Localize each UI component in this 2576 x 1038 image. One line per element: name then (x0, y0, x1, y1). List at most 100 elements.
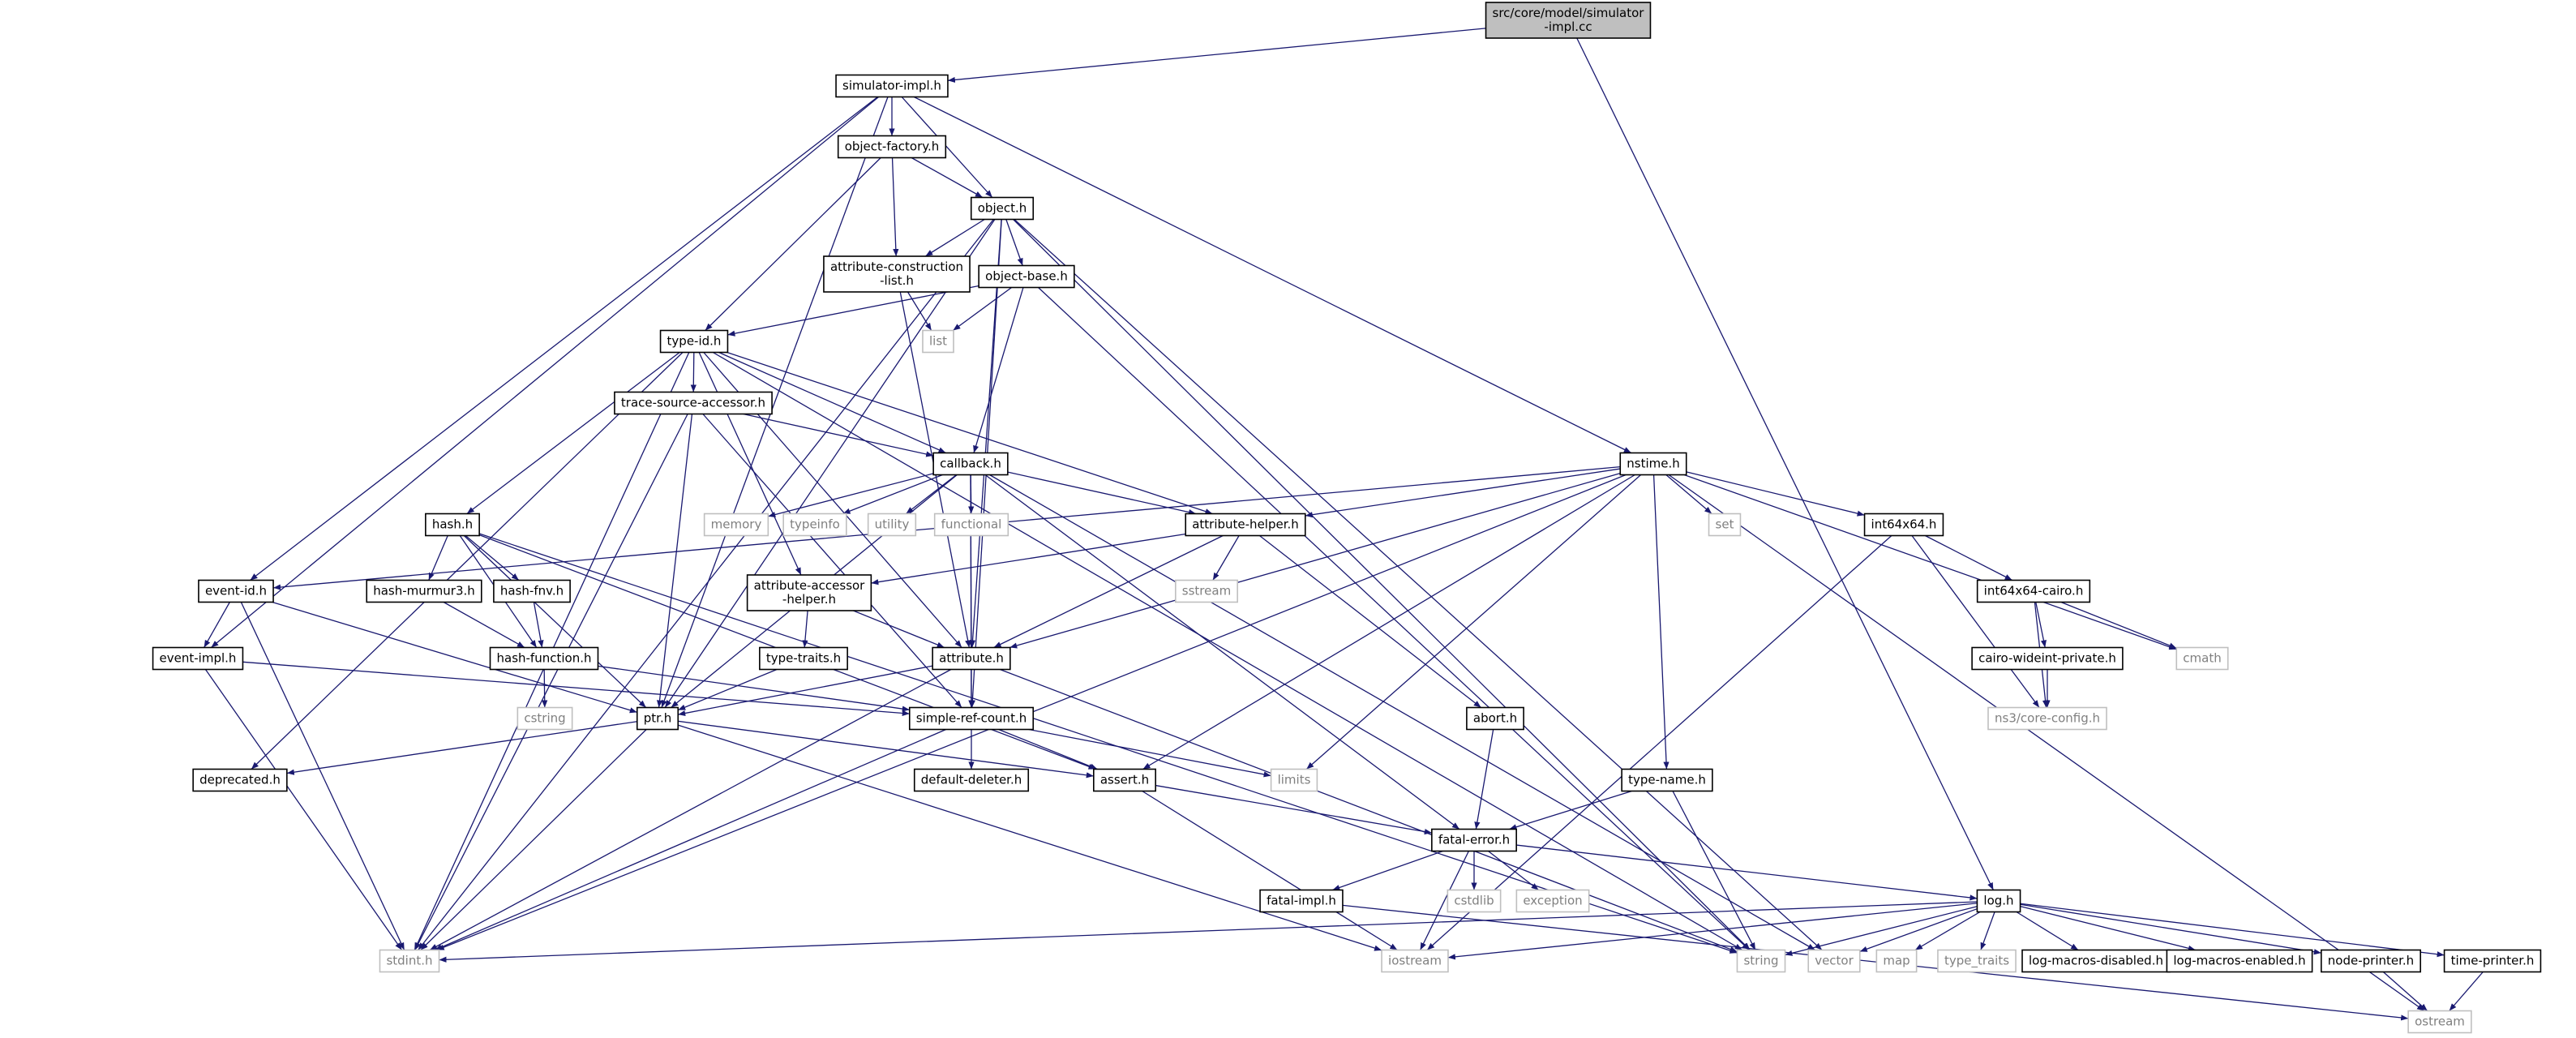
node-abort_h[interactable]: abort.h (1466, 706, 1524, 731)
node-simulator_impl_h[interactable]: simulator-impl.h (835, 74, 949, 98)
node-box (614, 391, 773, 415)
node-label: int64x64-cairo.h (1984, 584, 2084, 598)
edge-root-to-simulator_impl_h (947, 28, 1486, 84)
node-simple_ref_count_h[interactable]: simple-ref-count.h (908, 706, 1035, 731)
node-event_impl_h[interactable]: event-impl.h (152, 646, 244, 671)
node-box (932, 646, 1011, 671)
node-attribute_h[interactable]: attribute.h (932, 646, 1011, 671)
node-object_h[interactable]: object.h (970, 196, 1035, 221)
node-box (922, 329, 954, 354)
node-label: typeinfo (790, 517, 840, 532)
edge-attribute_h-to-string (1000, 668, 1738, 953)
node-label: assert.h (1100, 773, 1149, 787)
node-fatal_impl_h[interactable]: fatal-impl.h (1259, 889, 1344, 913)
node-box (1485, 2, 1652, 39)
node-root[interactable]: src/core/model/simulator-impl.cc (1485, 2, 1652, 39)
edge-nstime_h-to-type_name_h (1652, 474, 1669, 770)
node-box (978, 264, 1075, 289)
edge-ptr_h-to-deprecated_h (286, 721, 637, 775)
edge-log_h-to-map (1914, 911, 1981, 951)
node-map: map (1875, 949, 1918, 973)
node-box (516, 706, 573, 731)
node-fatal_error_h[interactable]: fatal-error.h (1431, 828, 1517, 852)
node-box (2443, 949, 2542, 973)
edge-event_id_h-to-ptr_h (272, 601, 637, 714)
edge-int64x64_h-to-int64x64_cairo_h (1925, 534, 2012, 581)
edge-event_impl_h-to-simple_ref_count_h (242, 661, 910, 716)
dependency-edges (204, 28, 2484, 1021)
node-vector: vector (1807, 949, 1861, 973)
node-label: list (929, 334, 947, 349)
node-time_printer_h[interactable]: time-printer.h (2443, 949, 2542, 973)
node-log_macros_disabled_h[interactable]: log-macros-disabled.h (2021, 949, 2171, 973)
edge-log_h-to-log_macros_enabled_h (2020, 905, 2196, 951)
node-attribute_construction_list_h[interactable]: attribute-construction-list.h (823, 255, 971, 293)
node-attribute_accessor_helper_h[interactable]: attribute-accessor-helper.h (746, 574, 872, 611)
edge-hash_h-to-hash_fnv_h (465, 535, 520, 581)
node-int64x64_cairo_h[interactable]: int64x64-cairo.h (1976, 579, 2091, 603)
node-object_base_h[interactable]: object-base.h (978, 264, 1075, 289)
node-label: default-deleter.h (921, 773, 1022, 787)
node-event_id_h[interactable]: event-id.h (198, 579, 274, 603)
node-ptr_h[interactable]: ptr.h (636, 706, 679, 731)
edge-trace_source_accessor_h-to-stdint_h (414, 414, 688, 950)
node-int64x64_h[interactable]: int64x64.h (1863, 513, 1944, 537)
edge-nstime_h-to-int64x64_h (1686, 471, 1865, 517)
node-label: fatal-error.h (1438, 833, 1510, 847)
edge-type_id_h-to-hash_h (466, 351, 680, 515)
node-label: attribute.h (939, 651, 1004, 666)
node-object_factory_h[interactable]: object-factory.h (837, 135, 947, 159)
node-label: attribute-accessor (754, 578, 866, 593)
edge-object_factory_h-to-attribute_construction_list_h (891, 157, 899, 257)
edge-nstime_h-to-attribute_h (1009, 473, 1621, 649)
node-hash_h[interactable]: hash.h (425, 513, 480, 537)
node-ns3_core_config_h: ns3/core-config.h (1987, 706, 2107, 731)
node-type_name_h[interactable]: type-name.h (1621, 768, 1713, 792)
node-default_deleter_h[interactable]: default-deleter.h (913, 768, 1030, 792)
node-trace_source_accessor_h[interactable]: trace-source-accessor.h (614, 391, 773, 415)
node-hash_murmur3_h[interactable]: hash-murmur3.h (366, 579, 482, 603)
node-assert_h[interactable]: assert.h (1093, 768, 1156, 792)
edge-event_id_h-to-stdint_h (240, 602, 405, 950)
node-nstime_h[interactable]: nstime.h (1619, 452, 1687, 476)
node-callback_h[interactable]: callback.h (932, 452, 1009, 476)
node-log_h[interactable]: log.h (1976, 889, 2021, 913)
node-type_traits_h[interactable]: type-traits.h (759, 646, 848, 671)
node-log_macros_enabled_h[interactable]: log-macros-enabled.h (2166, 949, 2313, 973)
node-label: node-printer.h (2328, 954, 2414, 968)
node-deprecated_h[interactable]: deprecated.h (192, 768, 288, 792)
node-label: exception (1523, 894, 1582, 908)
edge-object_factory_h-to-object_h (911, 157, 984, 199)
node-box (366, 579, 482, 603)
edge-callback_h-to-fatal_error_h (984, 474, 1460, 830)
edge-type_id_h-to-deprecated_h (251, 352, 684, 770)
edge-attribute_h-to-ptr_h (678, 665, 933, 717)
edge-int64x64_h-to-ns3_core_config_h (1911, 535, 2040, 708)
node-box (1621, 768, 1713, 792)
node-cairo_wideint_private_h[interactable]: cairo-wideint-private.h (1971, 646, 2124, 671)
edge-attribute_helper_h-to-abort_h (1258, 534, 1482, 709)
edge-int64x64_cairo_h-to-cmath (2060, 601, 2177, 649)
node-memory: memory (703, 513, 769, 537)
node-box (2166, 949, 2313, 973)
node-label: simple-ref-count.h (916, 711, 1027, 726)
node-type_id_h[interactable]: type-id.h (659, 329, 729, 354)
node-box (425, 513, 480, 537)
edge-object_factory_h-to-type_id_h (705, 157, 881, 331)
node-attribute_helper_h[interactable]: attribute-helper.h (1185, 513, 1306, 537)
edge-type_id_h-to-string (712, 351, 1743, 951)
edge-nstime_h-to-cmath (1683, 474, 2177, 650)
edge-callback_h-to-utility (906, 474, 957, 515)
node-hash_function_h[interactable]: hash-function.h (489, 646, 599, 671)
node-box (1736, 949, 1786, 973)
edge-hash_h-to-string (478, 533, 1738, 954)
node-label: hash-murmur3.h (373, 584, 475, 598)
node-label: sstream (1182, 584, 1231, 598)
edge-root-to-log_h (1576, 37, 1994, 890)
node-node_printer_h[interactable]: node-printer.h (2321, 949, 2421, 973)
node-label: time-printer.h (2451, 954, 2535, 968)
edge-simple_ref_count_h-to-assert_h (998, 728, 1098, 770)
node-label: callback.h (940, 457, 1001, 471)
node-label: type-id.h (667, 334, 722, 349)
node-hash_fnv_h[interactable]: hash-fnv.h (493, 579, 571, 603)
